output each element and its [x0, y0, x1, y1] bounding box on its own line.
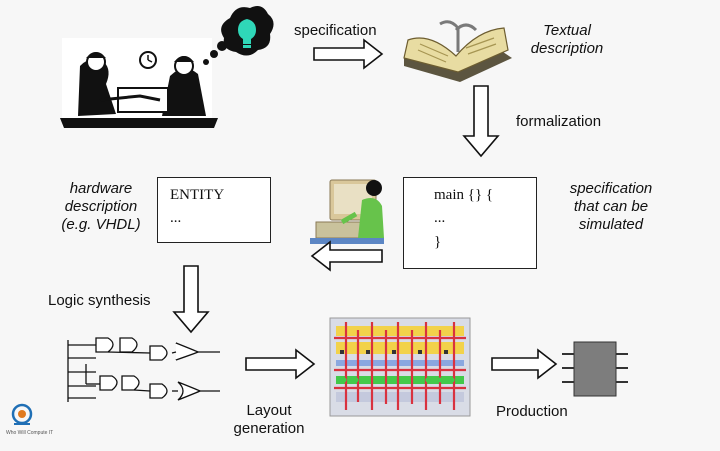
specification-label: specification — [294, 22, 377, 39]
simulatable-spec-label: specification that can be simulated — [569, 180, 653, 233]
logic-synthesis-label: Logic synthesis — [48, 292, 151, 309]
code-line: ... — [170, 210, 182, 227]
logo-caption: Who Will Compute IT — [6, 430, 54, 436]
layout-generation-label: Layout generation — [233, 402, 305, 437]
specification-arrow — [313, 38, 384, 70]
logo-icon — [11, 403, 33, 425]
code-line: ... — [434, 210, 446, 227]
formalization-label: formalization — [516, 113, 602, 130]
formalization-arrow — [462, 85, 500, 158]
c-code-box: main {} { ... } — [403, 177, 537, 269]
translate-left-arrow — [310, 240, 383, 272]
layout-generation-arrow — [245, 348, 316, 380]
person-at-computer-icon — [310, 179, 384, 244]
code-line: } — [434, 233, 442, 250]
production-arrow — [491, 348, 558, 380]
open-book-icon — [403, 20, 512, 82]
logic-gates-icon — [67, 337, 220, 402]
chip-package-icon — [562, 341, 628, 397]
discussion-people-icon — [60, 38, 227, 128]
code-line: ENTITY — [170, 187, 225, 203]
chip-layout-icon — [329, 317, 471, 417]
logic-synthesis-arrow — [172, 265, 210, 334]
code-line: main {} { — [434, 187, 494, 203]
vhdl-code-box: ENTITY ... — [157, 177, 271, 243]
hardware-description-label: hardware description (e.g. VHDL) — [61, 180, 141, 233]
textual-description-label: Textual description — [530, 22, 604, 57]
production-label: Production — [496, 403, 568, 420]
lightbulb-icon — [221, 6, 274, 56]
